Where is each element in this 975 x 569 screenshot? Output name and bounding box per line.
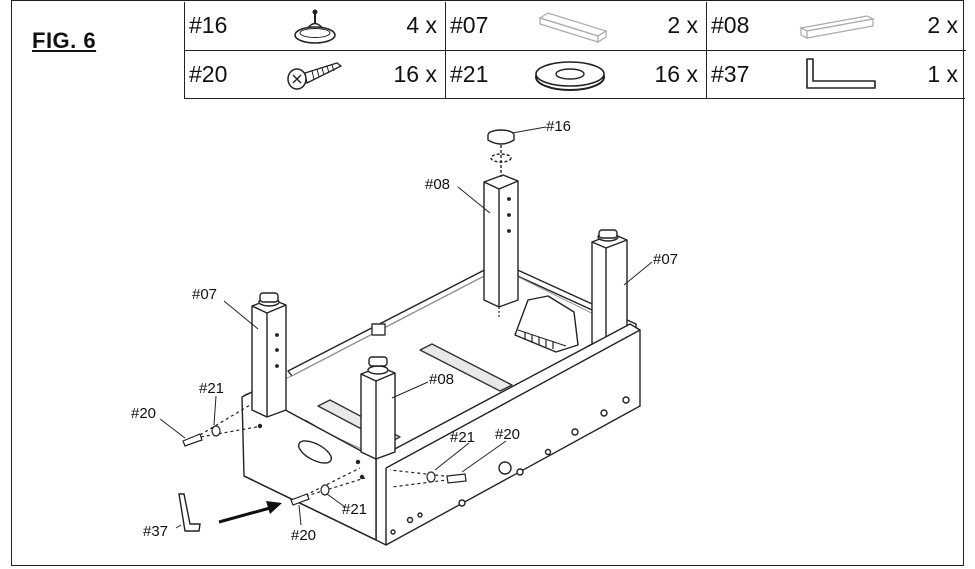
washer-icon	[535, 61, 605, 91]
screw-icon	[287, 62, 343, 90]
part-qty: 4 x	[406, 12, 437, 38]
part-cell-21: #21 16 x	[446, 51, 706, 99]
short-leg-post-icon	[538, 12, 608, 44]
allen-key-icon	[806, 58, 876, 89]
part-qty: 16 x	[654, 61, 698, 87]
part-cell-16: #16 4 x	[185, 2, 445, 50]
part-id: #16	[189, 12, 228, 38]
washer-21-left	[211, 425, 221, 437]
handle-slot	[297, 440, 333, 464]
screw-20-right	[446, 473, 467, 484]
callout-21-bottom: #21	[342, 501, 367, 518]
part-id: #37	[711, 61, 750, 87]
cross-rail-08	[419, 343, 513, 392]
arrow-head	[266, 501, 282, 514]
callout-21-left: #21	[199, 380, 224, 397]
figure-frame	[11, 0, 964, 566]
part-id: #21	[450, 61, 489, 87]
part-qty: 16 x	[393, 61, 437, 87]
part-qty: 2 x	[667, 12, 698, 38]
part-cell-37: #37 1 x	[707, 51, 966, 99]
callout-07-left: #07	[192, 286, 217, 303]
callout-21-right: #21	[450, 429, 475, 446]
leg-08-top	[483, 174, 519, 308]
part-id: #07	[450, 12, 489, 38]
leg-07-left	[251, 298, 287, 418]
callout-20-bottom: #20	[291, 527, 316, 544]
part-id: #20	[189, 61, 228, 87]
figure-title: FIG. 6	[32, 28, 97, 53]
part-cell-07: #07 2 x	[446, 2, 706, 50]
callout-07-right: #07	[653, 251, 678, 268]
callout-16: #16	[546, 118, 571, 135]
parts-table: #16 4 x #07 2 x #08 2 x #20	[184, 2, 966, 99]
part-id: #08	[711, 12, 750, 38]
callout-20-right: #20	[495, 426, 520, 443]
callout-37: #37	[143, 523, 168, 540]
screw-20-left	[182, 433, 203, 447]
screw-20-bottom	[290, 493, 310, 506]
part-qty: 2 x	[927, 12, 958, 38]
part-qty: 1 x	[927, 61, 958, 87]
end-side-panel	[241, 391, 377, 541]
leveling-foot-icon	[294, 9, 336, 44]
long-leg-post-icon	[799, 15, 875, 39]
allen-key-37	[178, 493, 201, 532]
washer-21-right	[426, 471, 436, 483]
center-bracket	[514, 295, 579, 353]
callout-20-left: #20	[131, 405, 156, 422]
part-cell-08: #08 2 x	[707, 2, 966, 50]
washer-21-bottom	[320, 484, 330, 496]
callout-08-top: #08	[425, 176, 450, 193]
part-cell-20: #20 16 x	[185, 51, 445, 99]
callout-08-mid: #08	[429, 371, 454, 388]
table-divider	[185, 50, 966, 51]
direction-arrow	[218, 506, 271, 524]
